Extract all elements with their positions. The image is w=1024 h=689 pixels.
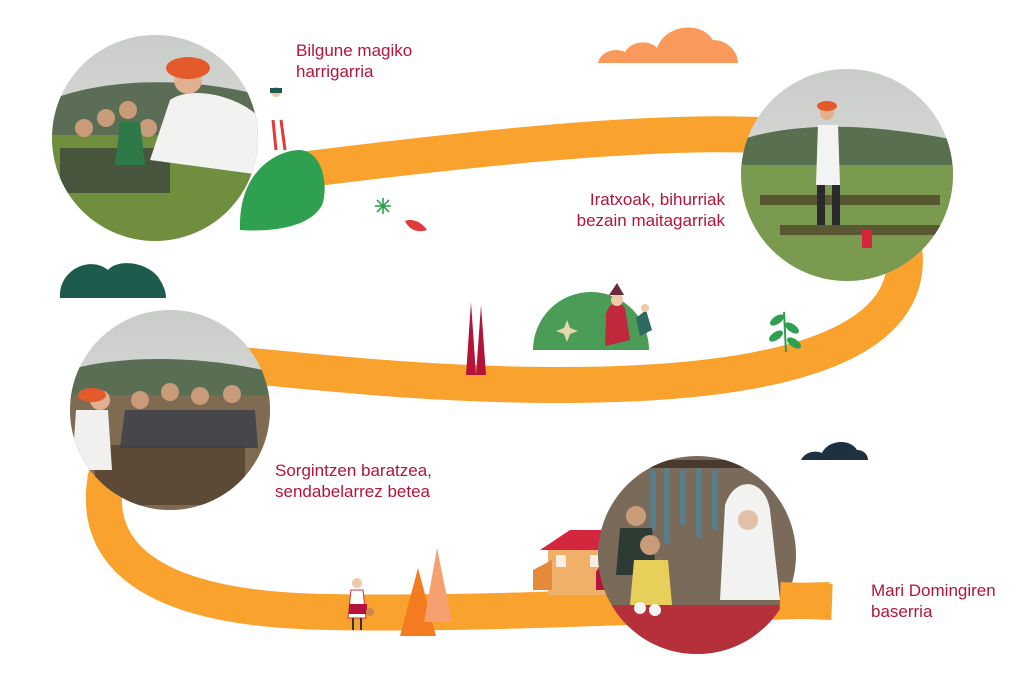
stop-3-caption: Sorgintzen baratzea, sendabelarrez betea: [275, 460, 432, 502]
green-hill-1: [239, 150, 325, 231]
stop-1-caption: Bilgune magiko harrigarria: [296, 40, 412, 82]
photo-stop-1: [52, 35, 258, 241]
stop-2-line-1: Iratxoak, bihurriak: [589, 190, 725, 209]
photo-stop-3: [70, 310, 270, 510]
leaf-icon-red: [405, 220, 427, 232]
stop-2-caption: Iratxoak, bihurriak bezain maitagarriak: [555, 189, 725, 231]
sparkle-icon-2: [556, 320, 578, 342]
cloud-dark-green: [59, 263, 166, 298]
green-hill-2: [533, 292, 649, 350]
sparkle-icon: [375, 198, 391, 214]
fern-leaf-icon: [769, 311, 801, 353]
figure-icon-2: [268, 87, 287, 151]
cloud-orange: [598, 27, 738, 63]
stop-4-caption: Mari Domingiren baserria: [871, 580, 996, 622]
stop-1-line-1: Bilgune magiko: [296, 41, 413, 60]
stop-2-line-2: bezain maitagarriak: [576, 211, 725, 230]
red-towers-icon: [466, 302, 486, 375]
stop-4-line-2: baserria: [871, 602, 933, 621]
stop-3-line-1: Sorgintzen baratzea,: [275, 461, 432, 480]
orange-route-path-end: [779, 582, 833, 620]
photo-stop-4: [598, 456, 796, 654]
fairy-figures-icon: [605, 283, 652, 346]
cloud-navy: [801, 442, 868, 460]
photo-stop-2: [741, 69, 953, 281]
figure-icon: [347, 578, 374, 630]
stop-1-line-2: harrigarria: [296, 62, 374, 81]
stop-3-line-2: sendabelarrez betea: [275, 482, 431, 501]
stop-4-line-1: Mari Domingiren: [871, 581, 996, 600]
tree-icon: [400, 548, 452, 636]
